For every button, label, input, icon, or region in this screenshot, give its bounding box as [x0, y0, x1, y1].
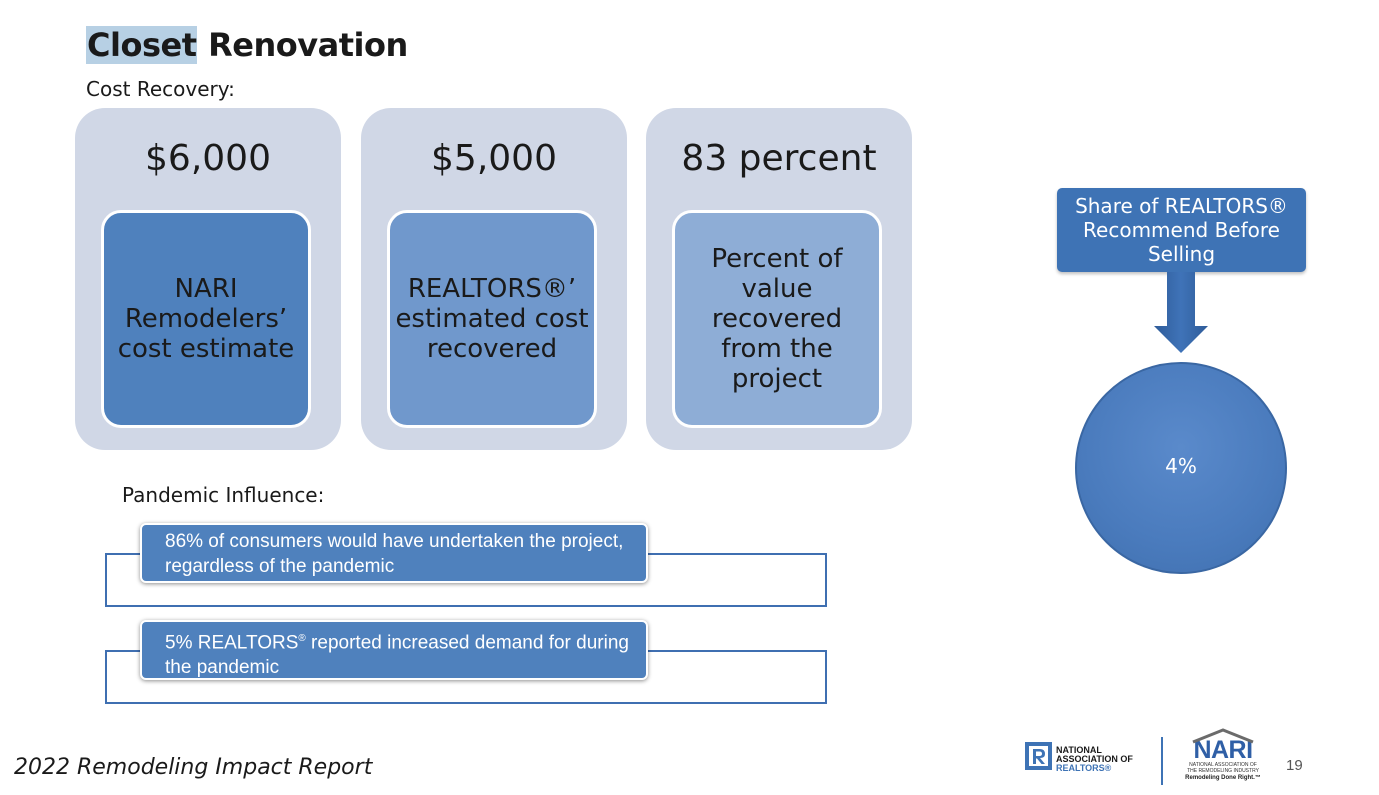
nar-logo-text: NATIONAL ASSOCIATION OF REALTORS® [1056, 746, 1133, 773]
nari-sub-1: NATIONAL ASSOCIATION OF [1189, 762, 1257, 768]
house-roof-icon [1192, 728, 1254, 744]
card-value: $6,000 [145, 138, 271, 179]
nari-word: NARI [1193, 736, 1253, 764]
title-rest: Renovation [197, 26, 408, 64]
pandemic-item-text: 86% of consumers would have undertaken t… [165, 531, 624, 577]
pandemic-item-1: 86% of consumers would have undertaken t… [140, 523, 648, 583]
registered-mark: ® [298, 633, 306, 644]
page-number: 19 [1286, 757, 1303, 774]
card-value: 83 percent [681, 138, 877, 179]
nari-sub-2: THE REMODELING INDUSTRY [1187, 768, 1259, 774]
down-arrow-icon [1154, 272, 1208, 353]
report-title: 2022 Remodeling Impact Report [14, 755, 373, 780]
pandemic-item-text-cont: reported increased demand for during the… [165, 632, 629, 679]
logo-divider [1161, 737, 1163, 785]
share-label-box: Share of REALTORS® Recommend Before Sell… [1057, 188, 1306, 272]
card-description: REALTORS®’ estimated cost recovered [387, 210, 597, 428]
pandemic-item-2: 5% REALTORS® reported increased demand f… [140, 620, 648, 680]
pandemic-item-text: 5% REALTORS [165, 632, 299, 654]
pandemic-label: Pandemic Influence: [122, 483, 325, 507]
card-realtors-recovered: $5,000 REALTORS®’ estimated cost recover… [361, 108, 627, 450]
share-value-circle: 4% [1075, 362, 1287, 574]
card-description: Percent of value recovered from the proj… [672, 210, 882, 428]
card-value: $5,000 [431, 138, 557, 179]
title-highlight: Closet [86, 26, 198, 64]
cost-recovery-label: Cost Recovery: [86, 77, 235, 101]
card-description: NARI Remodelers’ cost estimate [101, 210, 311, 428]
nar-line-3: REALTORS® [1056, 763, 1112, 773]
nari-logo: NARI NATIONAL ASSOCIATION OF THE REMODEL… [1181, 726, 1265, 782]
realtor-r-logo-icon [1025, 742, 1052, 770]
nar-line-1: NATIONAL [1056, 745, 1102, 755]
card-nari-estimate: $6,000 NARI Remodelers’ cost estimate [75, 108, 341, 450]
nar-line-2: ASSOCIATION OF [1056, 754, 1133, 764]
page-title: Closet Renovation [86, 26, 408, 64]
share-value: 4% [1165, 454, 1197, 478]
card-percent-recovered: 83 percent Percent of value recovered fr… [646, 108, 912, 450]
nari-tagline: Remodeling Done Right.™ [1185, 775, 1261, 781]
